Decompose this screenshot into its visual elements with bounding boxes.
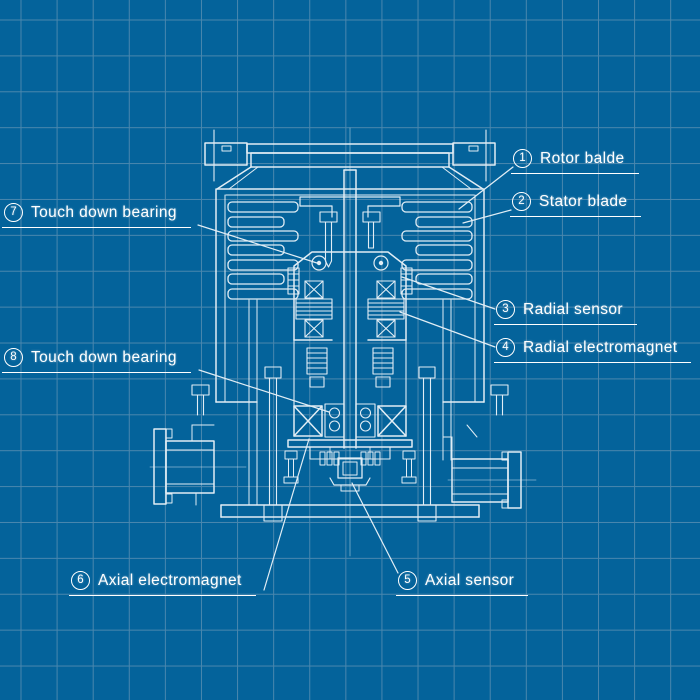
base-plate	[220, 504, 480, 518]
callout-axial-electromagnet: 6 Axial electromagnet	[69, 569, 256, 596]
callout-number-badge: 1	[513, 149, 532, 168]
callout-number-badge: 7	[4, 203, 23, 222]
callout-number-badge: 4	[496, 338, 515, 357]
axial-electromagnet-right	[377, 405, 407, 437]
callout-label: Radial electromagnet	[523, 338, 678, 356]
leader-touch-down-bearing-8	[198, 369, 330, 413]
radial-electromagnet-laminations	[295, 298, 405, 320]
leader-lines	[197, 166, 514, 591]
callout-number-badge: 8	[4, 348, 23, 367]
flange-bolt-right	[490, 384, 509, 416]
leader-touch-down-bearing-7	[197, 224, 318, 264]
housing-bolt-left	[283, 450, 299, 484]
top-flange	[204, 129, 496, 196]
callout-number-badge: 5	[398, 571, 417, 590]
rotor-lock-screws	[319, 211, 381, 268]
callout-touch-down-bearing-upper: 7 Touch down bearing	[2, 201, 191, 228]
axial-electromagnet-left	[293, 405, 323, 437]
rotor-shaft	[299, 169, 401, 449]
leader-axial-sensor	[351, 482, 399, 574]
lower-sensor-stacks	[306, 347, 394, 388]
outer-casing	[215, 188, 485, 506]
callout-axial-sensor: 5 Axial sensor	[396, 569, 529, 596]
callout-label: Radial sensor	[523, 300, 623, 318]
callout-rotor-blade: 1 Rotor balde	[511, 147, 639, 174]
callout-number-badge: 3	[496, 300, 515, 319]
housing-bolt-right	[401, 450, 417, 484]
leader-stator-blade	[462, 209, 512, 224]
callout-label: Rotor balde	[540, 149, 625, 167]
blade-stack-left	[227, 201, 299, 300]
callout-radial-electromagnet: 4 Radial electromagnet	[494, 336, 692, 363]
callout-label: Axial electromagnet	[98, 571, 242, 589]
axial-bearing-assembly	[287, 403, 413, 460]
leader-radial-sensor	[401, 276, 496, 310]
port-right	[442, 424, 537, 509]
leader-axial-electromagnet	[263, 438, 310, 591]
axial-sensor	[319, 451, 381, 492]
tie-bolt-right	[417, 366, 437, 522]
leader-rotor-blade	[458, 166, 514, 210]
radial-bearing-assembly	[287, 251, 413, 407]
callout-label: Stator blade	[539, 192, 628, 210]
callout-touch-down-bearing-lower: 8 Touch down bearing	[2, 346, 191, 373]
callout-label: Touch down bearing	[31, 348, 177, 366]
touch-down-bearing-lower	[328, 407, 341, 419]
callout-stator-blade: 2 Stator blade	[510, 190, 642, 217]
callout-number-badge: 2	[512, 192, 531, 211]
leader-radial-electromagnet	[399, 311, 496, 348]
callout-label: Axial sensor	[425, 571, 515, 589]
tie-bolt-left	[263, 366, 283, 522]
touch-down-bearing-upper	[311, 255, 327, 271]
port-left	[149, 424, 247, 506]
callout-label: Touch down bearing	[31, 203, 177, 221]
callout-number-badge: 6	[71, 571, 90, 590]
callout-radial-sensor: 3 Radial sensor	[494, 298, 637, 325]
flange-bolt-left	[191, 384, 210, 416]
